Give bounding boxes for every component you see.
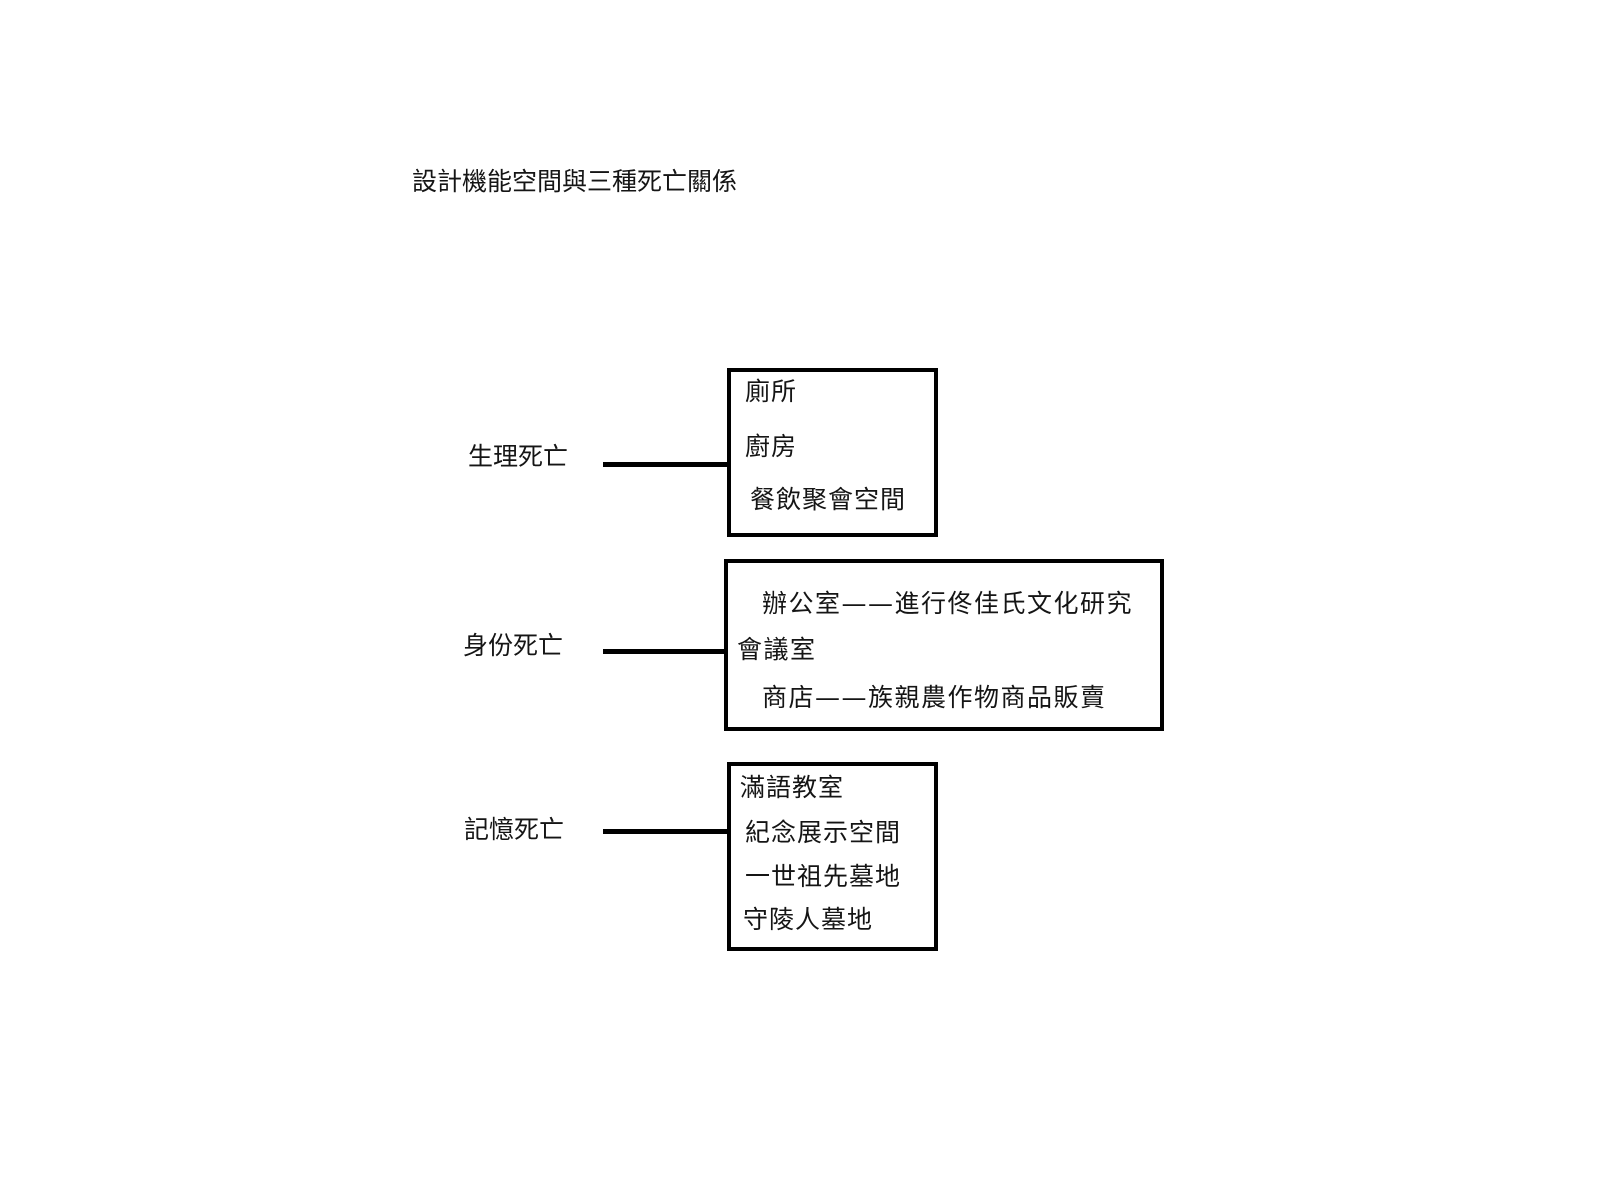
- box-item-first-ancestor-cemetery: 一世祖先墓地: [745, 862, 902, 891]
- diagram-title: 設計機能空間與三種死亡關係: [412, 167, 738, 196]
- box-physiological-spaces: 廁所 廚房 餐飲聚會空間: [727, 368, 938, 537]
- box-identity-spaces: 辦公室——進行佟佳氏文化研究 會議室 商店——族親農作物商品販賣: [724, 559, 1164, 731]
- box-item-tomb-keeper-cemetery: 守陵人墓地: [743, 905, 874, 934]
- box-item-manchu-classroom: 滿語教室: [740, 773, 845, 802]
- box-memory-spaces: 滿語教室 紀念展示空間 一世祖先墓地 守陵人墓地: [727, 762, 938, 951]
- connector-line-memory: [603, 829, 731, 834]
- connector-line-physiological: [603, 462, 730, 467]
- box-item-meeting-room: 會議室: [737, 635, 817, 664]
- label-identity-death: 身份死亡: [463, 631, 564, 660]
- box-item-office-research: 辦公室——進行佟佳氏文化研究: [762, 589, 1134, 618]
- connector-line-identity: [603, 649, 728, 654]
- label-physiological-death: 生理死亡: [468, 442, 569, 471]
- box-item-memorial-exhibition-space: 紀念展示空間: [745, 818, 902, 847]
- label-memory-death: 記憶死亡: [464, 815, 565, 844]
- box-item-toilet: 廁所: [745, 377, 798, 406]
- box-item-shop-sales: 商店——族親農作物商品販賣: [762, 683, 1107, 712]
- box-item-kitchen: 廚房: [745, 432, 798, 461]
- box-item-dining-gathering-space: 餐飲聚會空間: [750, 485, 907, 514]
